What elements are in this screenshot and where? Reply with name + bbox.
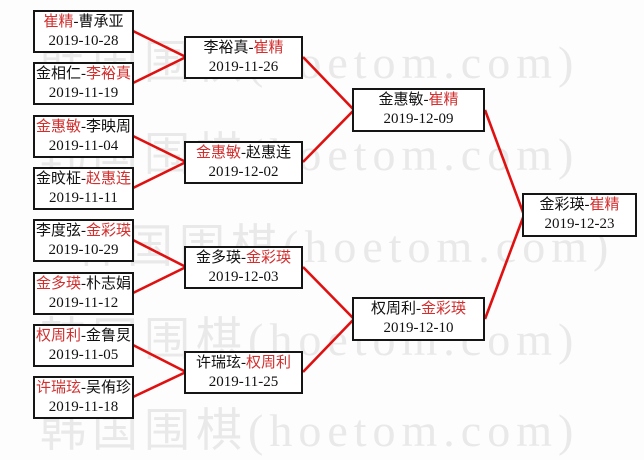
match-box: 金多瑛-朴志娟 2019-11-12 — [33, 272, 134, 315]
player-1: 崔精 — [43, 13, 74, 30]
player-2: 权周利 — [246, 354, 292, 371]
separator: - — [81, 65, 86, 82]
match-players: 金旼柾-赵惠连 — [36, 170, 131, 189]
match-players: 许瑞玹-吴侑珍 — [36, 379, 131, 398]
match-players: 金惠敏-李映周 — [36, 118, 131, 137]
player-1: 金相仁 — [35, 65, 81, 82]
player-2: 吴侑珍 — [86, 379, 132, 396]
match-date: 2019-11-12 — [48, 294, 119, 311]
player-1: 金彩瑛 — [539, 197, 585, 213]
match-date: 2019-12-02 — [208, 163, 279, 180]
match-date: 2019-11-25 — [208, 373, 279, 390]
match-players: 权周利-金彩瑛 — [371, 300, 466, 319]
match-box: 金彩瑛-崔精 2019-12-23 — [522, 193, 637, 237]
player-1: 金惠敏 — [378, 92, 424, 108]
player-2: 朴志娟 — [86, 275, 132, 292]
match-players: 金相仁-李裕真 — [36, 65, 131, 84]
separator: - — [81, 379, 86, 396]
player-2: 崔精 — [428, 92, 459, 108]
match-players: 李度弦-金彩瑛 — [36, 222, 131, 241]
match-date: 2019-11-19 — [48, 84, 119, 101]
player-2: 曹承亚 — [78, 13, 124, 30]
separator: - — [81, 118, 86, 135]
player-2: 金彩瑛 — [246, 249, 292, 266]
player-1: 许瑞玹 — [195, 354, 241, 371]
separator: - — [416, 301, 421, 317]
match-players: 崔精-曹承亚 — [43, 13, 123, 32]
player-1: 金惠敏 — [35, 118, 81, 135]
match-box: 许瑞玹-吴侑珍 2019-11-18 — [33, 376, 134, 419]
match-date: 2019-11-18 — [48, 398, 119, 415]
match-box: 金惠敏-赵惠连 2019-12-02 — [184, 141, 303, 184]
match-date: 2019-11-05 — [48, 346, 119, 363]
separator: - — [241, 249, 246, 266]
player-1: 李度弦 — [35, 222, 81, 239]
connector-lines — [132, 29, 526, 399]
match-date: 2019-10-29 — [48, 241, 119, 258]
match-box: 金旼柾-赵惠连 2019-11-11 — [33, 167, 134, 210]
match-date: 2019-12-09 — [383, 111, 454, 127]
match-date: 2019-11-04 — [48, 137, 119, 154]
separator: - — [81, 170, 86, 187]
separator: - — [241, 144, 246, 161]
separator: - — [248, 39, 254, 56]
match-box: 许瑞玹-权周利 2019-11-25 — [184, 351, 303, 394]
player-2: 李裕真 — [86, 65, 132, 82]
match-date: 2019-11-11 — [49, 189, 118, 206]
player-1: 金惠敏 — [195, 144, 241, 161]
match-players: 金惠敏-赵惠连 — [196, 144, 291, 163]
match-box: 权周利-金彩瑛 2019-12-10 — [352, 297, 485, 341]
player-2: 崔精 — [253, 39, 284, 56]
match-players: 许瑞玹-权周利 — [196, 354, 291, 373]
player-1: 权周利 — [370, 301, 416, 317]
player-1: 许瑞玹 — [35, 379, 81, 396]
match-box: 崔精-曹承亚 2019-10-28 — [33, 10, 134, 53]
match-box: 金惠敏-崔精 2019-12-09 — [352, 88, 485, 132]
player-2: 崔精 — [589, 197, 620, 213]
match-date: 2019-11-26 — [208, 58, 279, 75]
match-box: 李裕真-崔精 2019-11-26 — [184, 36, 303, 79]
player-1: 李裕真 — [203, 39, 249, 56]
tournament-bracket: 韩国围棋(hoetom.com) 韩国围棋(hoetom.com) 韩国围棋(h… — [33, 10, 637, 456]
match-players: 权周利-金鲁炅 — [36, 327, 131, 346]
match-box: 李度弦-金彩瑛 2019-10-29 — [33, 219, 134, 262]
separator: - — [423, 92, 429, 108]
match-players: 金多瑛-金彩瑛 — [196, 249, 291, 268]
separator: - — [73, 13, 79, 30]
player-1: 金旼柾 — [35, 170, 81, 187]
player-2: 金彩瑛 — [86, 222, 132, 239]
separator: - — [241, 354, 246, 371]
match-players: 李裕真-崔精 — [203, 39, 283, 58]
match-date: 2019-12-23 — [544, 216, 615, 232]
player-2: 李映周 — [86, 118, 132, 135]
player-2: 赵惠连 — [246, 144, 292, 161]
player-2: 金鲁炅 — [86, 327, 132, 344]
separator: - — [584, 197, 590, 213]
player-1: 金多瑛 — [35, 275, 81, 292]
player-2: 金彩瑛 — [421, 301, 467, 317]
match-date: 2019-10-28 — [48, 32, 119, 49]
match-box: 金惠敏-李映周 2019-11-04 — [33, 115, 134, 158]
match-date: 2019-12-10 — [383, 320, 454, 336]
player-1: 金多瑛 — [195, 249, 241, 266]
player-2: 赵惠连 — [86, 170, 132, 187]
match-players: 金彩瑛-崔精 — [539, 196, 619, 215]
separator: - — [81, 327, 86, 344]
separator: - — [81, 275, 86, 292]
match-box: 金多瑛-金彩瑛 2019-12-03 — [184, 246, 303, 289]
separator: - — [81, 222, 86, 239]
player-1: 权周利 — [35, 327, 81, 344]
match-players: 金多瑛-朴志娟 — [36, 275, 131, 294]
match-box: 金相仁-李裕真 2019-11-19 — [33, 62, 134, 105]
match-players: 金惠敏-崔精 — [378, 91, 458, 110]
match-box: 权周利-金鲁炅 2019-11-05 — [33, 324, 134, 367]
match-date: 2019-12-03 — [208, 268, 279, 285]
